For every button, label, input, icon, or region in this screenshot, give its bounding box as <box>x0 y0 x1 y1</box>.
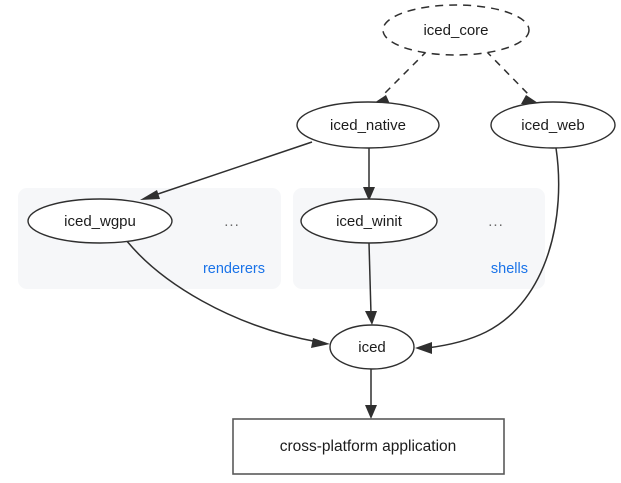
iced-native-label: iced_native <box>330 117 406 134</box>
node-iced-core[interactable]: iced_core <box>382 4 530 56</box>
renderers-ellipsis-placeholder: ... <box>224 213 240 230</box>
iced-web-label: iced_web <box>521 117 584 134</box>
node-iced[interactable]: iced <box>329 324 415 370</box>
iced-core-label: iced_core <box>423 22 488 39</box>
iced-winit-ellipse[interactable] <box>300 198 438 244</box>
cluster-renderers-label: renderers <box>203 261 265 277</box>
iced-native-ellipse[interactable] <box>296 101 440 149</box>
iced-ellipse[interactable] <box>329 324 415 370</box>
iced-wgpu-label: iced_wgpu <box>64 213 136 230</box>
node-cross-platform-application[interactable]: cross-platform application <box>232 418 505 475</box>
iced-core-ellipse[interactable] <box>382 4 530 56</box>
cluster-shells-label: shells <box>491 261 528 277</box>
node-iced-native[interactable]: iced_native <box>296 101 440 149</box>
node-iced-web[interactable]: iced_web <box>490 101 616 149</box>
edge-iced-native-to-iced-winit <box>363 148 375 201</box>
iced-winit-label: iced_winit <box>336 213 403 230</box>
edge-iced-to-application <box>365 369 377 419</box>
node-iced-wgpu[interactable]: iced_wgpu <box>27 198 173 244</box>
iced-label: iced <box>358 339 386 356</box>
application-label: cross-platform application <box>280 438 457 455</box>
edge-iced-core-to-iced-native <box>371 50 428 105</box>
edge-iced-core-to-iced-web <box>485 50 541 105</box>
edge-iced-web-to-iced <box>415 147 560 354</box>
edge-iced-wgpu-to-iced <box>125 239 330 348</box>
edge-iced-winit-to-iced <box>365 242 377 325</box>
edge-iced-native-to-iced-wgpu <box>140 141 313 200</box>
node-iced-winit[interactable]: iced_winit <box>300 198 438 244</box>
application-rect[interactable] <box>232 418 505 475</box>
iced-web-ellipse[interactable] <box>490 101 616 149</box>
shells-ellipsis-placeholder: ... <box>488 213 504 230</box>
iced-wgpu-ellipse[interactable] <box>27 198 173 244</box>
